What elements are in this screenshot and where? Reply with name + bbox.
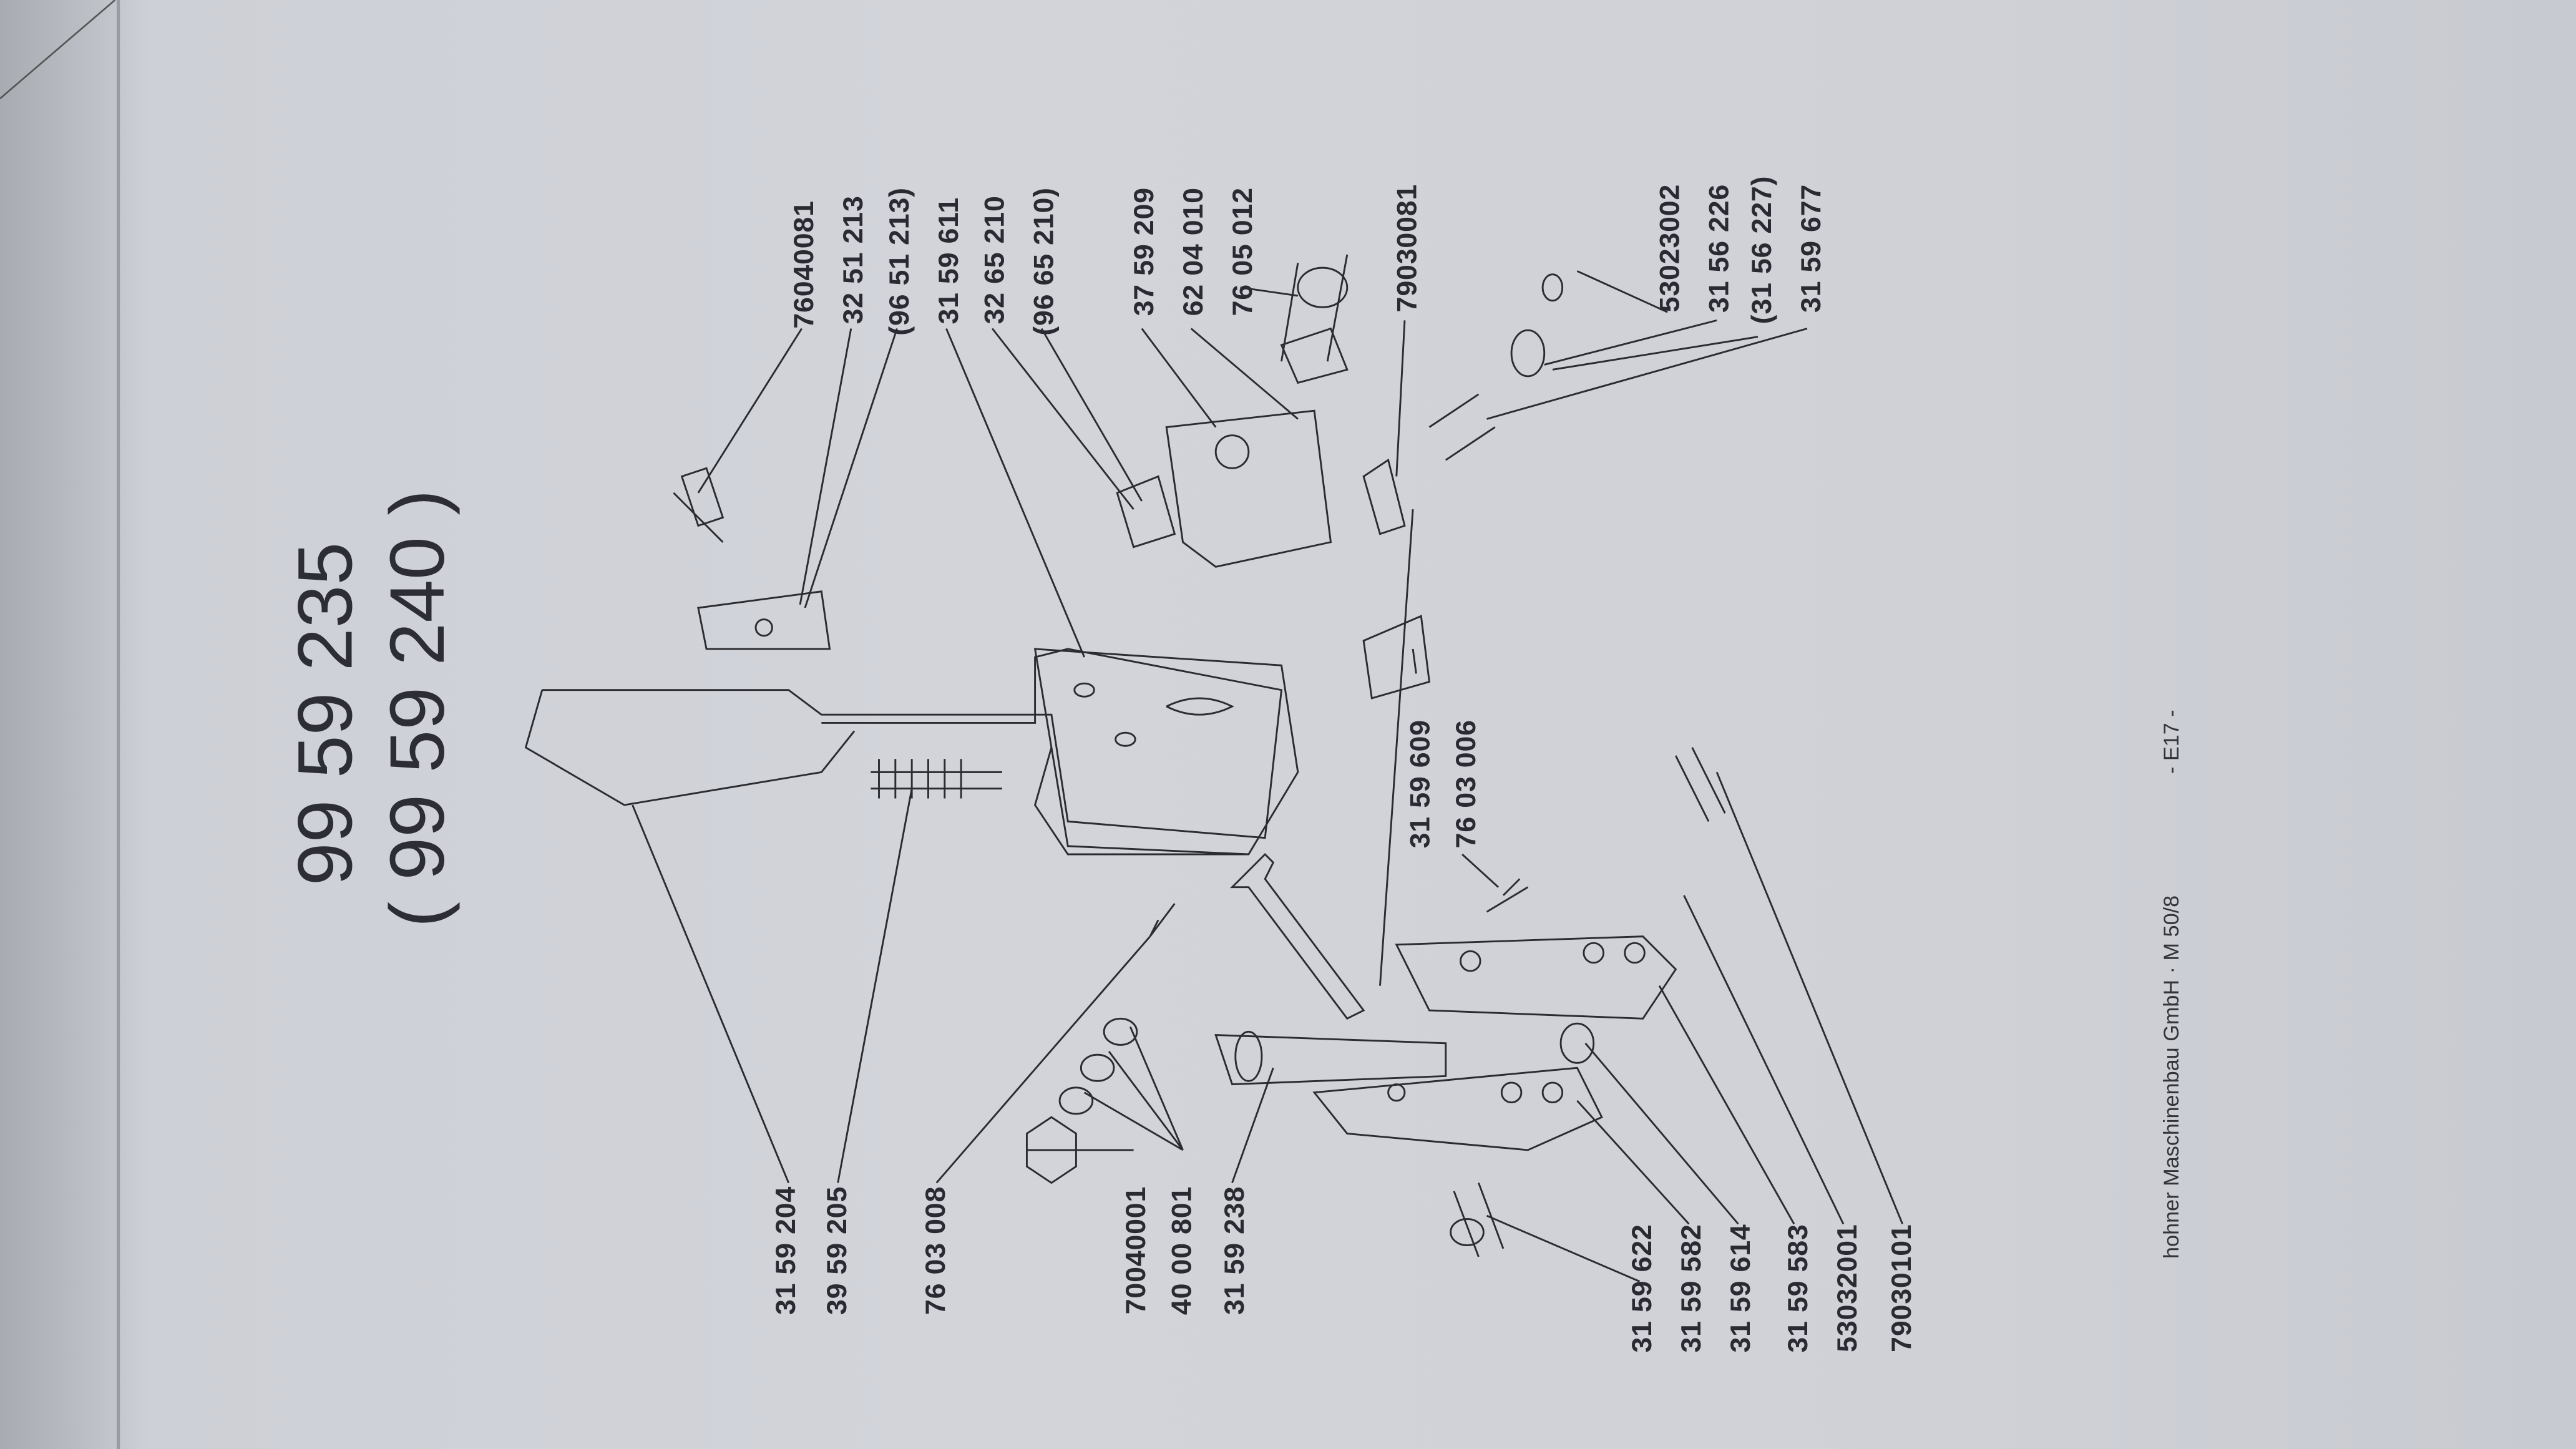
part-label: 32 65 210 bbox=[979, 195, 1011, 324]
part-label: 76 03 008 bbox=[920, 1186, 952, 1315]
part-label: 79030081 bbox=[1391, 183, 1423, 313]
part-label: 31 59 582 bbox=[1676, 1224, 1707, 1353]
footer-page-number: - E17 - bbox=[2159, 710, 2183, 774]
part-label: 31 56 226 bbox=[1704, 183, 1735, 313]
part-label: 31 59 614 bbox=[1725, 1224, 1757, 1353]
part-label: (96 51 213) bbox=[884, 187, 915, 336]
part-label: 53032001 bbox=[1832, 1224, 1863, 1352]
assembly-number: 99 59 235 bbox=[281, 542, 368, 886]
part-label: 31 59 609 bbox=[1404, 719, 1436, 848]
part-label: 37 59 209 bbox=[1128, 187, 1160, 316]
assembly-number-alt: ( 99 59 240 ) bbox=[373, 489, 461, 928]
part-label: 76040081 bbox=[788, 200, 820, 329]
part-label: 76 05 012 bbox=[1227, 187, 1259, 316]
part-label: 31 59 204 bbox=[770, 1186, 802, 1315]
part-label: 40 00 801 bbox=[1166, 1186, 1198, 1315]
part-label: 31 59 677 bbox=[1795, 183, 1827, 313]
part-label: 31 59 622 bbox=[1626, 1224, 1658, 1353]
part-label: 32 51 213 bbox=[837, 195, 869, 324]
part-label: 31 59 583 bbox=[1782, 1224, 1814, 1353]
part-label: 39 59 205 bbox=[821, 1186, 853, 1315]
part-label: 31 59 611 bbox=[933, 196, 965, 324]
part-label: 62 04 010 bbox=[1178, 187, 1209, 316]
part-label: 31 59 238 bbox=[1219, 1186, 1251, 1315]
part-label: (96 65 210) bbox=[1028, 187, 1060, 336]
part-label: (31 56 227) bbox=[1746, 175, 1778, 324]
part-label: 79030101 bbox=[1886, 1224, 1918, 1352]
part-label: 76 03 006 bbox=[1450, 719, 1482, 848]
part-label: 53023002 bbox=[1654, 183, 1686, 313]
part-label: 70040001 bbox=[1120, 1186, 1152, 1315]
footer-company: hohner Maschinenbau GmbH · M 50/8 bbox=[2159, 895, 2183, 1259]
